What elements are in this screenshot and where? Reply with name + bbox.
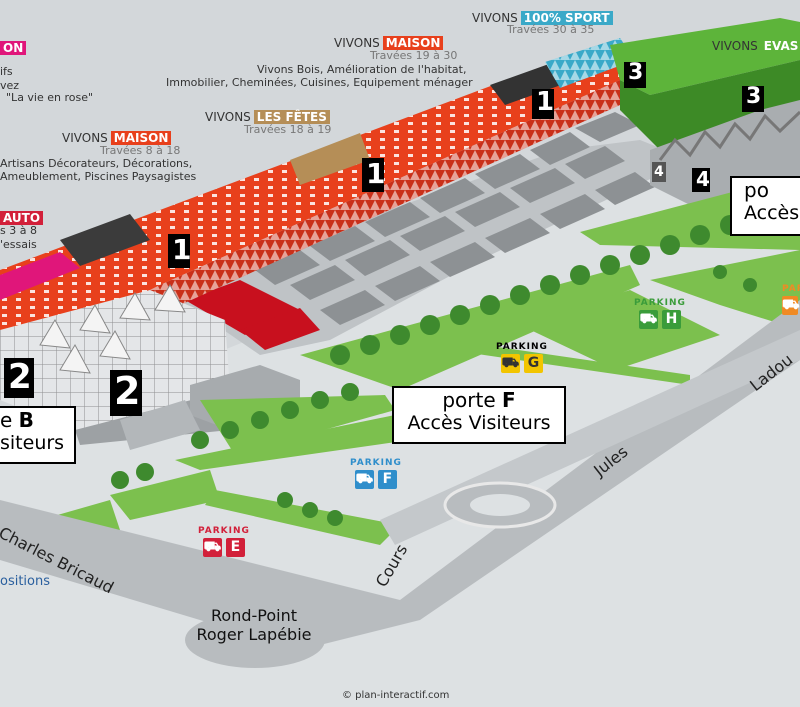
label-maison-mid-sub: Travées 8 à 18 — [100, 144, 181, 157]
hall-number-1[interactable]: 1 — [172, 233, 192, 266]
hall-number-1[interactable]: 1 — [366, 157, 386, 190]
callout-porte-right[interactable]: po Accès — [730, 176, 800, 236]
hall-number-2[interactable]: 2 — [8, 357, 32, 397]
parking-g[interactable]: PARKING ⛟ G — [496, 342, 548, 373]
label-auto-line1: s 3 à 8 — [0, 224, 37, 237]
parking-e[interactable]: PARKING ⛟ E — [198, 526, 250, 557]
expositions-link[interactable]: ositions — [0, 574, 51, 589]
fetes-section — [290, 133, 370, 185]
credit: © plan-interactif.com — [342, 690, 450, 701]
label-left-top-line1: ifs — [0, 65, 13, 78]
hall-3-roof — [610, 18, 800, 95]
label-auto[interactable]: AUTO — [0, 208, 44, 226]
parking-f[interactable]: PARKING ⛟ F — [350, 458, 402, 489]
label-sport-sub: Travées 30 à 35 — [507, 23, 595, 36]
callout-porte-b-access: siteurs — [0, 432, 65, 454]
rond-point-label: Rond-Point Roger Lapébie — [196, 606, 312, 644]
car-icon: ⛟ — [638, 310, 658, 329]
parking-letter-h: H — [661, 310, 681, 329]
label-maison-top-desc2: Immobilier, Cheminées, Cuisines, Equipem… — [166, 76, 473, 89]
callout-porte-f[interactable]: porte F Accès Visiteurs — [392, 386, 566, 444]
parking-letter-f: F — [377, 470, 397, 489]
car-icon: ⛟ — [354, 470, 374, 489]
hall-number-3[interactable]: 3 — [746, 84, 762, 109]
car-icon: ⛟ — [782, 296, 800, 315]
parking-h[interactable]: PARKING ⛟ H — [634, 298, 686, 329]
hall-number-4[interactable]: 4 — [696, 167, 710, 191]
tent-peaks — [39, 284, 186, 374]
parking-right[interactable]: PAR ⛟ — [782, 284, 800, 315]
label-left-top[interactable]: ON — [0, 38, 27, 56]
callout-porte-b[interactable]: e B siteurs — [0, 406, 76, 464]
label-maison-mid-desc2: Ameublement, Piscines Paysagistes — [0, 170, 197, 183]
small-building-2 — [120, 400, 200, 450]
car-icon: ⛟ — [202, 538, 222, 557]
rond-point-shape — [185, 612, 325, 668]
callout-porte-f-access: Accès Visiteurs — [407, 412, 551, 434]
hall-number-1[interactable]: 1 — [536, 87, 555, 117]
hall-number-4[interactable]: 4 — [654, 164, 664, 180]
parking-letter-e: E — [225, 538, 245, 557]
label-left-top-line3: "La vie en rose" — [6, 91, 94, 104]
label-auto-line2: 'essais — [0, 238, 37, 251]
red-zone-2 — [240, 308, 320, 350]
central-plaza — [180, 140, 690, 355]
label-left-top-line2: vez — [0, 79, 20, 92]
car-icon: ⛟ — [500, 354, 520, 373]
hall-number-3[interactable]: 3 — [628, 60, 644, 85]
label-maison-top-sub: Travées 19 à 30 — [370, 49, 458, 62]
dark-section-2 — [60, 214, 150, 266]
hall-number-2[interactable]: 2 — [114, 369, 141, 413]
label-maison-top-desc1: Vivons Bois, Amélioration de l'habitat, — [257, 63, 467, 76]
hall-number-badges — [4, 62, 764, 416]
magenta-section — [0, 252, 80, 300]
label-maison-mid-desc1: Artisans Décorateurs, Décorations, — [0, 157, 193, 170]
label-fetes-sub: Travées 18 à 19 — [244, 123, 332, 136]
parking-letter-g: G — [523, 354, 543, 373]
road-main — [0, 300, 800, 650]
